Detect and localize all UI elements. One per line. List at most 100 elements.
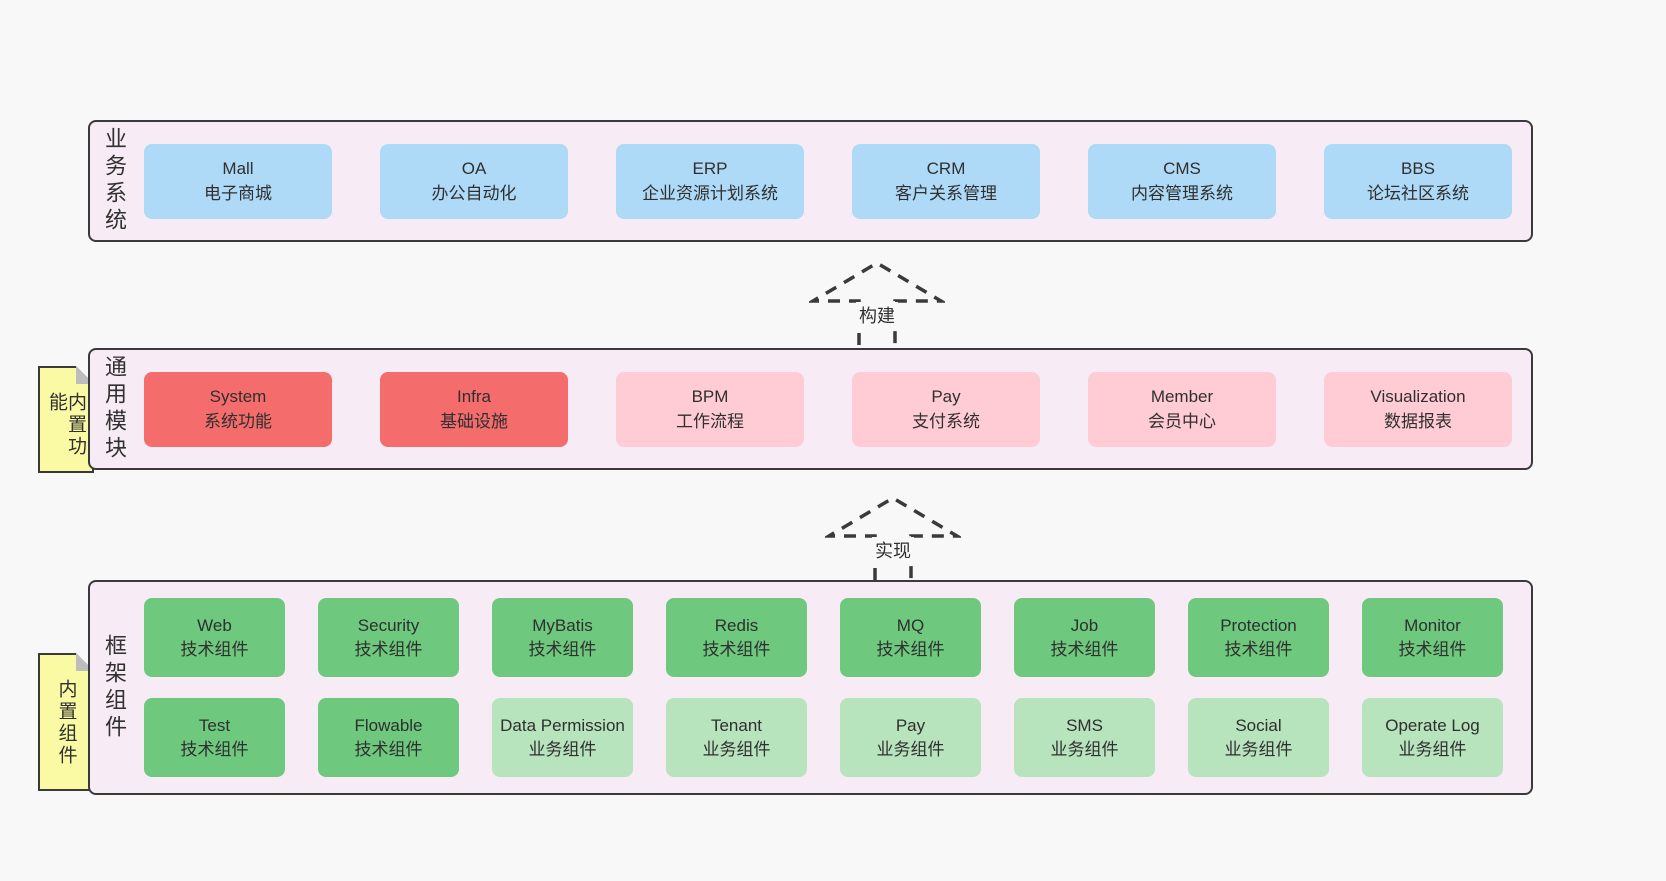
box-title: Operate Log	[1385, 716, 1480, 736]
box-title: Job	[1070, 616, 1099, 636]
common-modules-band: 通用模块 System 系统功能 Infra 基础设施 BPM 工作流程 Pay…	[88, 348, 1533, 470]
box-member: Member 会员中心	[1088, 371, 1276, 447]
box-system: System 系统功能	[144, 371, 332, 447]
box-subtitle: 办公自动化	[431, 184, 517, 203]
box-mq: MQ 技术组件	[840, 598, 981, 677]
box-title: Monitor	[1404, 616, 1461, 636]
box-sms: SMS 业务组件	[1014, 698, 1155, 777]
box-title: Pay	[931, 386, 961, 406]
implement-arrow: 实现	[825, 494, 961, 580]
box-subtitle: 数据报表	[1384, 412, 1452, 431]
box-subtitle: 电子商城	[204, 184, 272, 203]
box-tenant: Tenant 业务组件	[666, 698, 807, 777]
box-title: Tenant	[710, 716, 763, 736]
box-subtitle: 会员中心	[1148, 412, 1216, 431]
box-title: OA	[461, 158, 487, 178]
band-modules-label: 通用模块	[102, 355, 127, 463]
dashed-up-arrow-icon	[825, 495, 961, 580]
box-test: Test 技术组件	[144, 698, 285, 777]
box-subtitle: 技术组件	[1398, 639, 1467, 659]
box-bpm: BPM 工作流程	[616, 371, 804, 447]
business-boxes: Mall 电子商城 OA 办公自动化 ERP 企业资源计划系统 CRM 客户关系…	[144, 143, 1512, 219]
box-redis: Redis 技术组件	[666, 598, 807, 677]
box-title: Protection	[1220, 616, 1297, 636]
box-subtitle: 论坛社区系统	[1367, 184, 1469, 203]
box-title: CRM	[926, 158, 966, 178]
box-social: Social 业务组件	[1188, 698, 1329, 777]
box-title: BPM	[691, 386, 729, 406]
build-arrow: 构建	[809, 259, 945, 345]
band-framework-label: 框架组件	[102, 633, 127, 742]
box-oa: OA 办公自动化	[380, 143, 568, 219]
box-bbs: BBS 论坛社区系统	[1324, 143, 1512, 219]
box-flowable: Flowable 技术组件	[318, 698, 459, 777]
box-title: Member	[1150, 386, 1214, 406]
box-subtitle: 业务组件	[1224, 739, 1293, 759]
box-title: ERP	[692, 158, 728, 178]
builtin-features-note-label: 内置功能	[46, 392, 86, 458]
box-crm: CRM 客户关系管理	[852, 143, 1040, 219]
box-subtitle: 系统功能	[204, 412, 272, 431]
box-subtitle: 支付系统	[912, 412, 980, 431]
framework-row-2: Test 技术组件 Flowable 技术组件 Data Permission …	[144, 698, 1503, 777]
box-data-permission: Data Permission 业务组件	[492, 698, 633, 777]
band-business-label: 业务系统	[102, 127, 127, 235]
box-subtitle: 客户关系管理	[895, 184, 997, 203]
box-title: Redis	[714, 616, 759, 636]
box-infra: Infra 基础设施	[380, 371, 568, 447]
box-title: Web	[197, 616, 232, 636]
builtin-components-note-label: 内置组件	[55, 679, 77, 767]
builtin-features-note: 内置功能	[38, 366, 94, 473]
box-subtitle: 技术组件	[1224, 639, 1293, 659]
dashed-up-arrow-icon	[809, 260, 945, 345]
box-subtitle: 技术组件	[180, 639, 249, 659]
box-erp: ERP 企业资源计划系统	[616, 143, 804, 219]
box-cms: CMS 内容管理系统	[1088, 143, 1276, 219]
box-monitor: Monitor 技术组件	[1362, 598, 1503, 677]
box-subtitle: 基础设施	[440, 412, 508, 431]
box-title: CMS	[1163, 158, 1201, 178]
implement-arrow-label: 实现	[872, 537, 914, 563]
box-subtitle: 企业资源计划系统	[642, 184, 778, 203]
box-subtitle: 技术组件	[702, 639, 771, 659]
box-title: Security	[357, 616, 420, 636]
box-subtitle: 业务组件	[702, 739, 771, 759]
box-subtitle: 技术组件	[1050, 639, 1119, 659]
box-title: MQ	[896, 616, 925, 636]
box-title: Visualization	[1370, 386, 1466, 406]
box-title: Flowable	[354, 716, 423, 736]
box-visualization: Visualization 数据报表	[1324, 371, 1512, 447]
box-subtitle: 业务组件	[1398, 739, 1467, 759]
module-boxes: System 系统功能 Infra 基础设施 BPM 工作流程 Pay 支付系统…	[144, 371, 1512, 447]
framework-rows: Web 技术组件 Security 技术组件 MyBatis 技术组件 Redi…	[144, 598, 1503, 777]
box-security: Security 技术组件	[318, 598, 459, 677]
box-subtitle: 技术组件	[528, 639, 597, 659]
box-subtitle: 内容管理系统	[1131, 184, 1233, 203]
box-subtitle: 工作流程	[676, 412, 744, 431]
box-title: Social	[1235, 716, 1282, 736]
box-subtitle: 业务组件	[1050, 739, 1119, 759]
framework-components-band: 框架组件 Web 技术组件 Security 技术组件 MyBatis 技术组件…	[88, 580, 1533, 795]
box-operate-log: Operate Log 业务组件	[1362, 698, 1503, 777]
build-arrow-label: 构建	[856, 302, 898, 328]
box-title: BBS	[1400, 158, 1436, 178]
box-job: Job 技术组件	[1014, 598, 1155, 677]
box-subtitle: 技术组件	[354, 639, 423, 659]
box-protection: Protection 技术组件	[1188, 598, 1329, 677]
box-pay-module: Pay 支付系统	[852, 371, 1040, 447]
box-title: Mall	[222, 158, 254, 178]
framework-row-1: Web 技术组件 Security 技术组件 MyBatis 技术组件 Redi…	[144, 598, 1503, 677]
box-subtitle: 技术组件	[180, 739, 249, 759]
builtin-components-note: 内置组件	[38, 653, 94, 791]
box-subtitle: 技术组件	[354, 739, 423, 759]
box-web: Web 技术组件	[144, 598, 285, 677]
box-title: Data Permission	[500, 716, 625, 736]
box-mybatis: MyBatis 技术组件	[492, 598, 633, 677]
box-subtitle: 业务组件	[528, 739, 597, 759]
box-title: SMS	[1066, 716, 1103, 736]
box-title: Infra	[456, 386, 492, 406]
box-title: System	[209, 386, 267, 406]
business-systems-band: 业务系统 Mall 电子商城 OA 办公自动化 ERP 企业资源计划系统 CRM…	[88, 120, 1533, 242]
box-subtitle: 业务组件	[876, 739, 945, 759]
box-pay-component: Pay 业务组件	[840, 698, 981, 777]
